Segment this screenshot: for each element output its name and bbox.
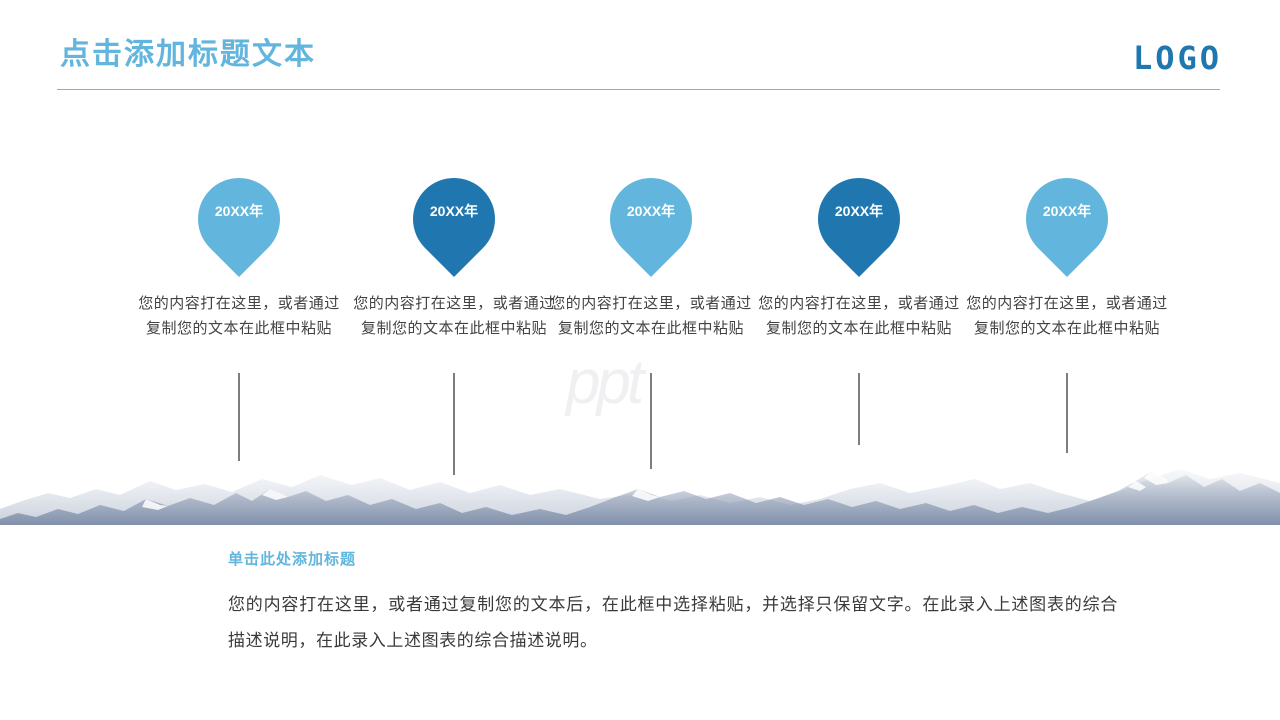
map-pin-icon[interactable]: 20XX年: [1009, 161, 1125, 286]
logo: LOGO: [1132, 39, 1222, 77]
map-pin-icon[interactable]: 20XX年: [181, 161, 297, 286]
pin-connector-line: [238, 373, 240, 461]
map-pin-icon[interactable]: 20XX年: [593, 161, 709, 286]
pin-year-label: 20XX年: [429, 203, 479, 219]
pin-year-label: 20XX年: [1042, 203, 1092, 219]
map-pin-icon[interactable]: 20XX年: [396, 161, 512, 286]
pin-caption: 您的内容打在这里，或者通过复制您的文本在此框中粘贴: [966, 295, 1168, 337]
slide-header: 点击添加标题文本 LOGO: [0, 0, 1280, 100]
timeline-item-1[interactable]: 20XX年 您的内容打在这里，或者通过复制您的文本在此框中粘贴: [132, 161, 346, 461]
pin-connector-line: [858, 373, 860, 445]
footer-paragraph: 您的内容打在这里，或者通过复制您的文本后，在此框中选择粘贴，并选择只保留文字。在…: [228, 595, 1118, 650]
pin-shape: [593, 161, 709, 277]
timeline-item-3[interactable]: 20XX年 您的内容打在这里，或者通过复制您的文本在此框中粘贴: [544, 161, 758, 469]
pin-year-label: 20XX年: [626, 203, 676, 219]
pin-year-label: 20XX年: [834, 203, 884, 219]
pin-shape: [181, 161, 297, 277]
pin-shape: [396, 161, 512, 277]
header-divider: [57, 89, 1220, 90]
pin-shape: [801, 161, 917, 277]
pin-caption: 您的内容打在这里，或者通过复制您的文本在此框中粘贴: [353, 295, 555, 337]
pin-shape: [1009, 161, 1125, 277]
page-title: 点击添加标题文本: [60, 38, 316, 71]
pin-caption: 您的内容打在这里，或者通过复制您的文本在此框中粘贴: [138, 295, 340, 337]
pin-caption: 您的内容打在这里，或者通过复制您的文本在此框中粘贴: [758, 295, 960, 337]
pin-connector-line: [650, 373, 652, 469]
footer-subtitle: 单击此处添加标题: [228, 551, 357, 568]
pin-connector-line: [453, 373, 455, 475]
footer-block: 单击此处添加标题 您的内容打在这里，或者通过复制您的文本后，在此框中选择粘贴，并…: [228, 552, 1118, 659]
timeline-item-2[interactable]: 20XX年 您的内容打在这里，或者通过复制您的文本在此框中粘贴: [347, 161, 561, 475]
pin-connector-line: [1066, 373, 1068, 453]
pin-year-label: 20XX年: [214, 203, 264, 219]
timeline-item-5[interactable]: 20XX年 您的内容打在这里，或者通过复制您的文本在此框中粘贴: [960, 161, 1174, 453]
pin-caption: 您的内容打在这里，或者通过复制您的文本在此框中粘贴: [550, 295, 752, 337]
timeline-item-4[interactable]: 20XX年 您的内容打在这里，或者通过复制您的文本在此框中粘贴: [752, 161, 966, 445]
map-pin-icon[interactable]: 20XX年: [801, 161, 917, 286]
